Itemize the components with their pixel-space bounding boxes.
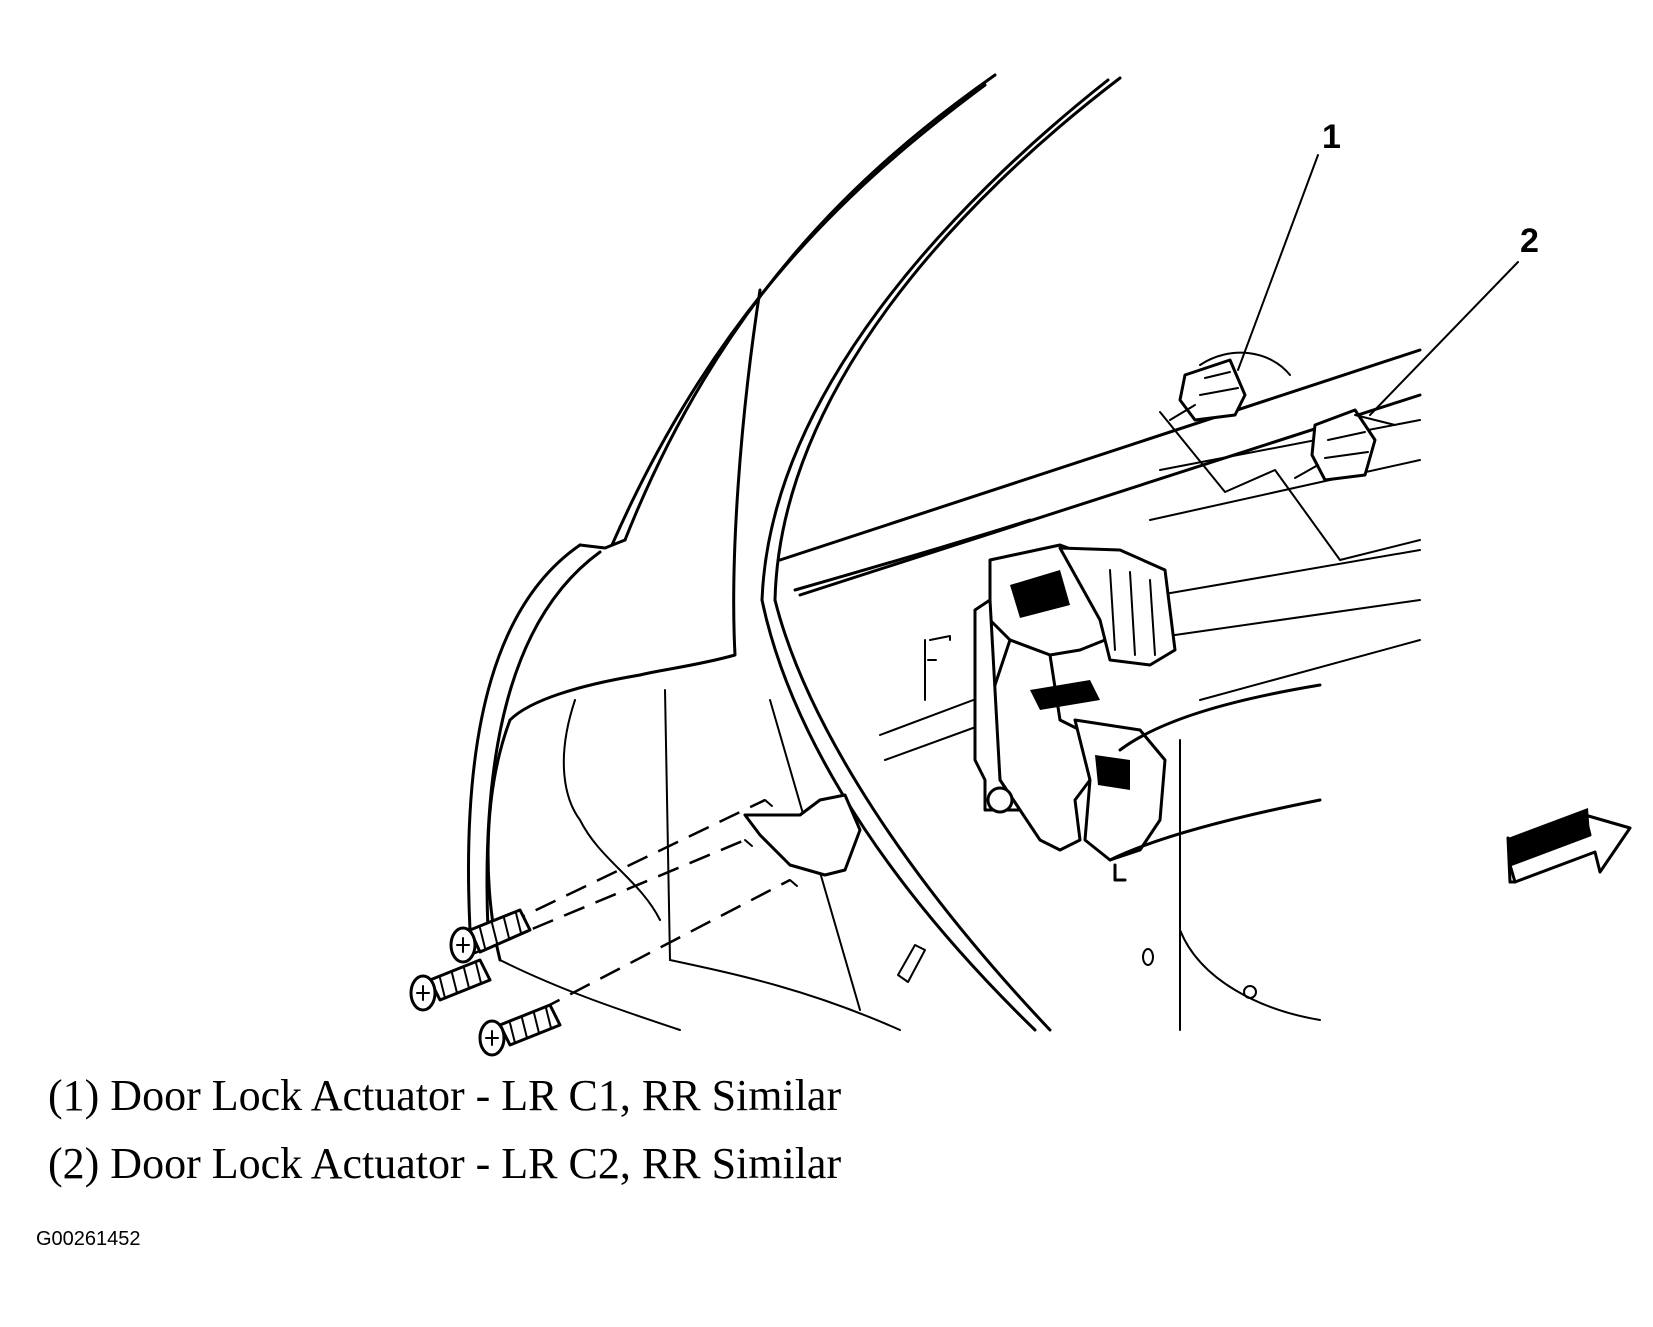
legend-item-2: (2) Door Lock Actuator - LR C2, RR Simil… [48,1139,842,1188]
callout-2-number: 2 [1520,222,1539,260]
legend-item-1: (1) Door Lock Actuator - LR C1, RR Simil… [48,1071,842,1120]
door-latch-assembly [973,543,1322,1031]
front-arrow-icon [1506,808,1632,884]
screw-assembly [409,798,798,1057]
callout-2-leader [1369,261,1519,416]
connector-inset-outline [1159,411,1421,561]
callout-1-number: 1 [1322,118,1341,156]
screw-middle [409,958,492,1012]
callout-1-leader [1237,154,1319,371]
connector-c2 [1294,408,1396,482]
figure-id: G00261452 [36,1228,141,1250]
screw-top [449,908,532,964]
inner-door-cutout [486,288,901,1031]
door-frame-outline [466,73,1122,1032]
lock-bracket [743,793,862,877]
door-panel-lines [778,348,1422,761]
screw-bottom [478,1003,562,1057]
connector-c1 [1169,351,1291,422]
mounting-holes [897,635,1257,999]
